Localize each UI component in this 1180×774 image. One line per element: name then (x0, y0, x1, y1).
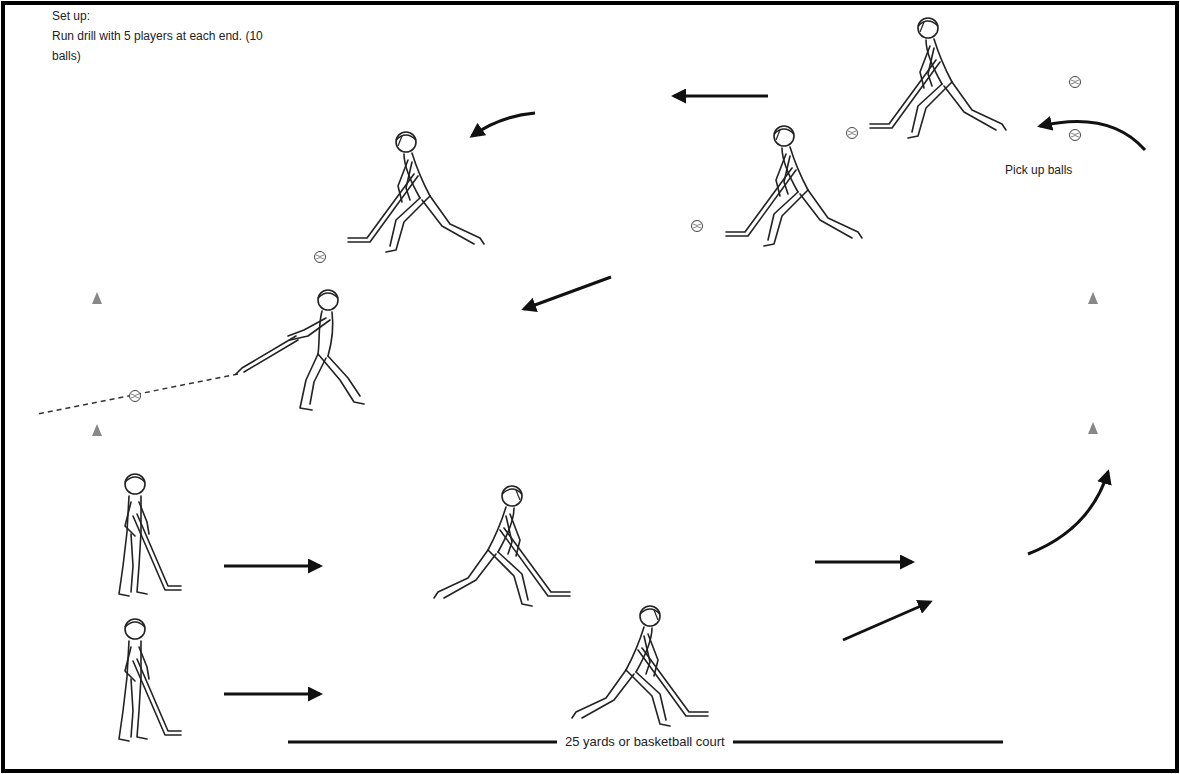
distance-label: 25 yards or basketball court (557, 732, 733, 752)
cone (1088, 422, 1098, 434)
players (119, 18, 1006, 741)
arrow (472, 113, 535, 136)
setup-note: Run drill with 5 players at each end. (1… (52, 26, 284, 66)
arrow (224, 693, 320, 696)
cones (92, 292, 1098, 436)
frame-border (3, 3, 1177, 771)
arrow (1028, 472, 1108, 554)
arrow (674, 95, 768, 98)
setup-heading: Set up: (52, 6, 90, 26)
ball (315, 252, 326, 263)
skating-player (870, 18, 1006, 138)
balls (130, 77, 1081, 402)
arrow (843, 602, 930, 640)
arrow (1040, 121, 1145, 150)
arrow (524, 277, 611, 309)
movement-arrows (224, 96, 1145, 694)
shot-path (38, 374, 238, 414)
standing-player (119, 474, 181, 596)
arrow (815, 561, 912, 564)
ball (1070, 77, 1081, 88)
standing-player (119, 619, 181, 741)
arrow (224, 565, 320, 568)
cone (92, 424, 102, 436)
callout-note: Pick up balls (1005, 160, 1072, 180)
skating-player (348, 132, 484, 252)
skating-player (434, 486, 570, 606)
cone (92, 292, 102, 304)
skating-player (572, 606, 708, 726)
ball (130, 391, 141, 402)
skating-player (726, 126, 862, 246)
ball (847, 128, 858, 139)
shooting-player (236, 290, 364, 410)
ball (1070, 130, 1081, 141)
ball (692, 221, 703, 232)
cone (1088, 292, 1098, 304)
